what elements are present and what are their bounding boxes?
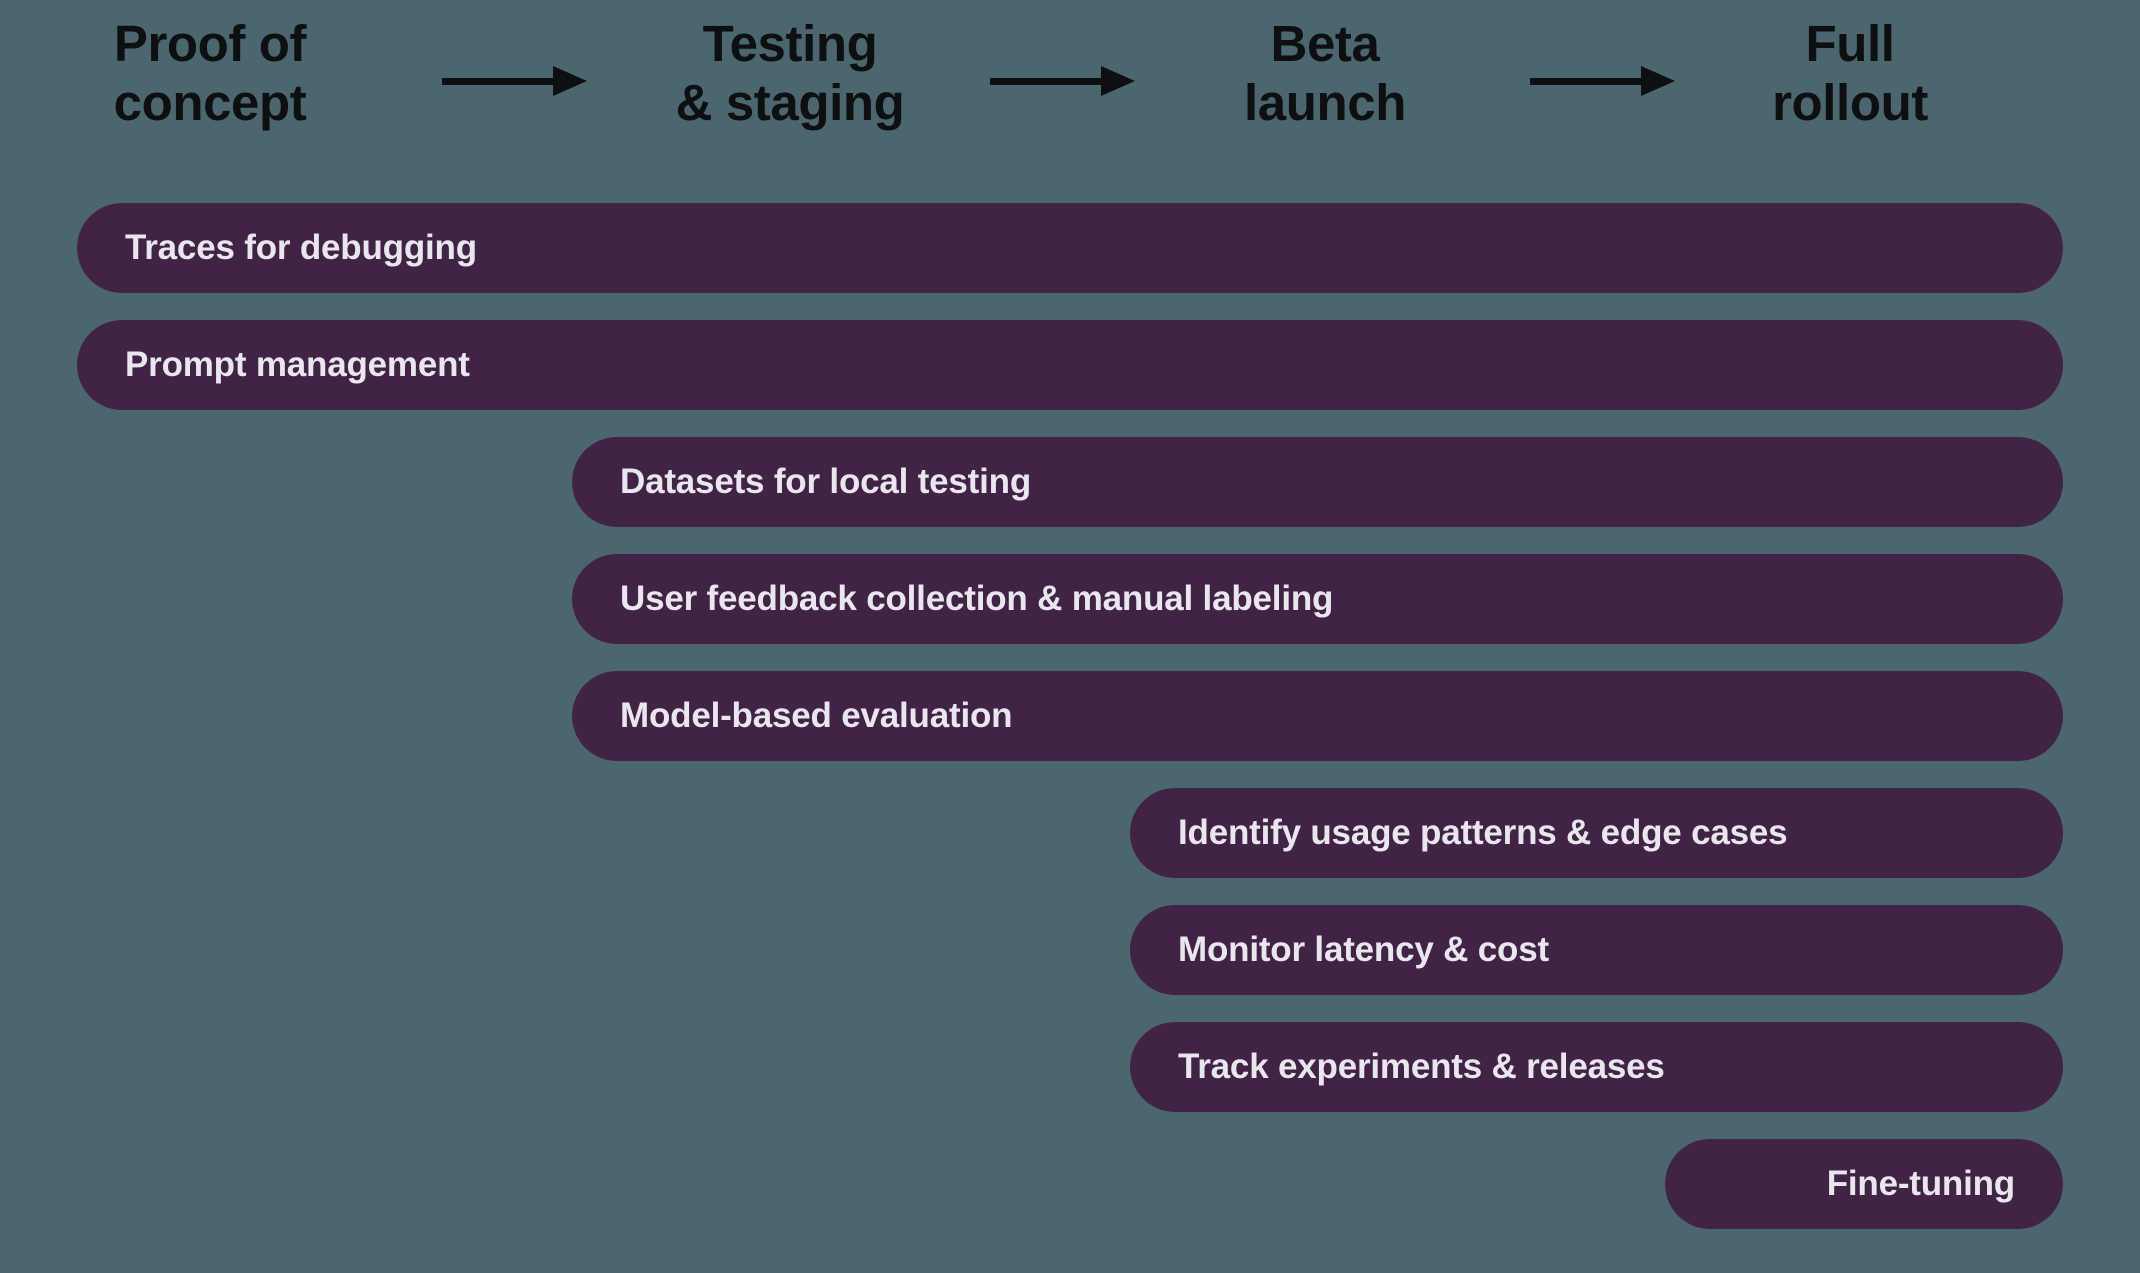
arrow-right-icon [990,66,1135,96]
arrow-shaft [442,78,554,85]
arrow-right-icon [442,66,587,96]
capability-pill: Monitor latency & cost [1130,905,2063,995]
capability-pill: Track experiments & releases [1130,1022,2063,1112]
capability-pill: User feedback collection & manual labeli… [572,554,2063,644]
capability-pill-label: Track experiments & releases [1178,1047,1665,1086]
arrow-head [553,66,587,96]
arrow-shaft [1530,78,1642,85]
capability-pill-label: Datasets for local testing [620,462,1032,501]
capability-pill: Traces for debugging [77,203,2063,293]
arrow-shaft [990,78,1102,85]
arrow-head [1101,66,1135,96]
phase-label-testing-staging: Testing & staging [675,15,905,132]
phase-label-proof-of-concept: Proof of concept [113,15,307,132]
phase-header-row: Proof of concept Testing & staging Beta … [0,0,2140,160]
capability-pill-label: Traces for debugging [125,228,477,267]
capability-pill: Fine-tuning [1665,1139,2063,1229]
capability-pill-label: Fine-tuning [1826,1164,2016,1203]
capability-pill-label: User feedback collection & manual labeli… [620,579,1334,618]
arrow-right-icon [1530,66,1675,96]
capability-pill-label: Prompt management [125,345,470,384]
arrow-head [1641,66,1675,96]
capability-pill-label: Identify usage patterns & edge cases [1178,813,1788,852]
capability-pill: Identify usage patterns & edge cases [1130,788,2063,878]
capability-pill: Prompt management [77,320,2063,410]
capability-pill-label: Monitor latency & cost [1178,930,1549,969]
phase-label-beta-launch: Beta launch [1244,15,1406,132]
capability-pill: Model-based evaluation [572,671,2063,761]
capability-pill: Datasets for local testing [572,437,2063,527]
capability-pill-label: Model-based evaluation [620,696,1013,735]
phase-label-full-rollout: Full rollout [1772,15,1928,132]
